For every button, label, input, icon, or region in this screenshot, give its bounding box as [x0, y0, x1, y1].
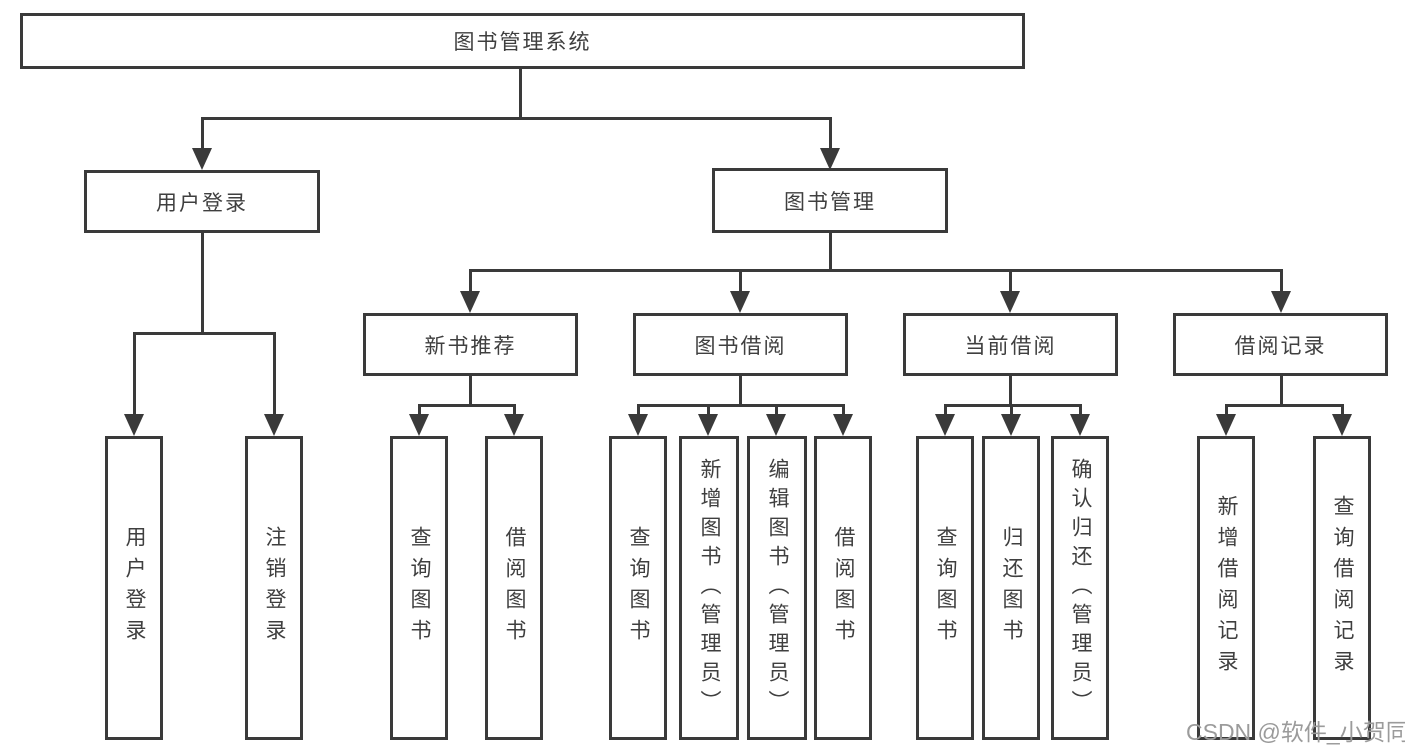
node-user-login: 用户登录 [84, 170, 320, 233]
connector-records-bar [1225, 404, 1344, 407]
arrow-to-leaf-user-login [124, 414, 144, 436]
connector-recommendation-stem [469, 376, 472, 406]
arrow-to-leaf-edit-book [766, 414, 786, 436]
arrow-to-leaf-query-borrowing [628, 414, 648, 436]
connector-book-management-bar [469, 269, 1283, 272]
leaf-add-borrow-record-label: 新增借阅记录 [1215, 495, 1239, 681]
leaf-query-books-borrowing: 查询图书 [609, 436, 667, 740]
arrow-to-leaf-query-recommend [409, 414, 429, 436]
connector-leaf-line [513, 404, 516, 418]
connector-leaf-line [1079, 404, 1082, 418]
arrow-to-book-management [820, 148, 840, 170]
connector-root-stem [519, 68, 522, 119]
arrow-to-recommendation [460, 291, 480, 313]
leaf-borrow-books-borrowing: 借阅图书 [814, 436, 872, 740]
connector-leaf-line [418, 404, 421, 418]
arrow-to-leaf-logout [264, 414, 284, 436]
leaf-query-books-current-label: 查询图书 [934, 526, 958, 650]
leaf-edit-book-admin: 编辑图书（管理员） [747, 436, 807, 740]
connector-to-user-login-line [201, 117, 204, 150]
node-current-borrowing: 当前借阅 [903, 313, 1118, 376]
leaf-query-borrow-record: 查询借阅记录 [1313, 436, 1371, 740]
arrow-to-leaf-borrow-borrowing [833, 414, 853, 436]
leaf-logout-label: 注销登录 [263, 526, 287, 650]
leaf-logout: 注销登录 [245, 436, 303, 740]
arrow-to-leaf-return-books [1001, 414, 1021, 436]
connector-records-stem [1280, 376, 1283, 406]
connector-borrowing-stem [739, 376, 742, 406]
connector-recommendation-bar [418, 404, 516, 407]
node-borrowing-records: 借阅记录 [1173, 313, 1388, 376]
leaf-query-books-recommend-label: 查询图书 [408, 526, 432, 650]
leaf-edit-book-admin-label: 编辑图书（管理员） [766, 457, 790, 719]
connector-root-bar [201, 117, 831, 120]
arrow-to-leaf-query-current [935, 414, 955, 436]
node-book-management: 图书管理 [712, 168, 948, 233]
node-book-borrowing: 图书借阅 [633, 313, 848, 376]
leaf-borrow-books-recommend: 借阅图书 [485, 436, 543, 740]
leaf-user-login: 用户登录 [105, 436, 163, 740]
connector-borrowing-bar [637, 404, 845, 407]
connector-book-management-stem [829, 233, 832, 272]
leaf-add-book-admin: 新增图书（管理员） [679, 436, 739, 740]
connector-to-records-line [1280, 269, 1283, 295]
arrow-to-leaf-confirm-return [1070, 414, 1090, 436]
node-new-book-recommendation: 新书推荐 [363, 313, 578, 376]
leaf-borrow-books-recommend-label: 借阅图书 [503, 526, 527, 650]
leaf-confirm-return-admin: 确认归还（管理员） [1051, 436, 1109, 740]
leaf-return-books: 归还图书 [982, 436, 1040, 740]
arrow-to-borrowing [730, 291, 750, 313]
connector-to-current-line [1009, 269, 1012, 295]
connector-to-recommendation-line [469, 269, 472, 295]
connector-to-leaf-user-login-line [133, 332, 136, 418]
connector-leaf-line [707, 404, 710, 418]
leaf-add-book-admin-label: 新增图书（管理员） [698, 457, 722, 719]
connector-to-book-management-line [829, 117, 832, 150]
connector-to-borrowing-line [739, 269, 742, 295]
leaf-return-books-label: 归还图书 [1000, 526, 1024, 650]
leaf-query-borrow-record-label: 查询借阅记录 [1331, 495, 1355, 681]
connector-current-stem [1009, 376, 1012, 406]
leaf-add-borrow-record: 新增借阅记录 [1197, 436, 1255, 740]
connector-leaf-line [1341, 404, 1344, 418]
leaf-confirm-return-admin-label: 确认归还（管理员） [1069, 457, 1093, 719]
arrow-to-user-login [192, 148, 212, 170]
connector-leaf-line [944, 404, 947, 418]
arrow-to-leaf-borrow-recommend [504, 414, 524, 436]
arrow-to-leaf-add-book [698, 414, 718, 436]
arrow-to-current [1000, 291, 1020, 313]
connector-leaf-line [1225, 404, 1228, 418]
leaf-query-books-recommend: 查询图书 [390, 436, 448, 740]
leaf-query-books-current: 查询图书 [916, 436, 974, 740]
connector-to-leaf-logout-line [273, 332, 276, 418]
arrow-to-leaf-add-record [1216, 414, 1236, 436]
arrow-to-records [1271, 291, 1291, 313]
connector-leaf-line [775, 404, 778, 418]
arrow-to-leaf-query-record [1332, 414, 1352, 436]
leaf-query-books-borrowing-label: 查询图书 [627, 526, 651, 650]
connector-user-login-bar [133, 332, 275, 335]
connector-user-login-stem [201, 233, 204, 334]
csdn-watermark: CSDN @软件_小贺同学 [1186, 719, 1405, 745]
leaf-user-login-label: 用户登录 [123, 526, 147, 650]
node-root: 图书管理系统 [20, 13, 1025, 69]
connector-leaf-line [637, 404, 640, 418]
connector-leaf-line [1010, 404, 1013, 418]
connector-leaf-line [842, 404, 845, 418]
leaf-borrow-books-borrowing-label: 借阅图书 [832, 526, 856, 650]
